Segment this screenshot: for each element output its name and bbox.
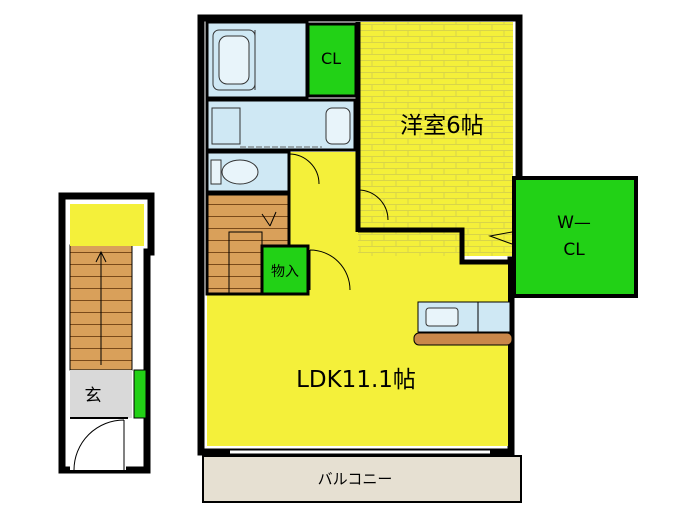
walk-in-closet <box>512 176 638 298</box>
washing-machine-icon <box>211 107 241 145</box>
staircase <box>205 192 291 296</box>
balcony <box>202 455 522 503</box>
main-unit: 洋室6帖 CL 物入 LDK11.1帖 <box>197 14 523 456</box>
western-room-label: 洋室6帖 <box>400 113 484 139</box>
walk-in-closet-label-bottom: CL <box>563 240 585 260</box>
walk-in-closet-label-top: W— <box>557 213 591 233</box>
storage <box>260 244 310 296</box>
kitchen-sink-icon <box>425 307 459 327</box>
balcony-label: バルコニー <box>318 470 393 488</box>
stair-arrow-icon <box>261 211 277 227</box>
closet-door[interactable] <box>488 231 513 245</box>
storage-label: 物入 <box>271 264 299 280</box>
shoe-closet <box>133 369 147 419</box>
lower-floor-block: 玄 <box>58 192 155 474</box>
counter-bar <box>413 332 513 346</box>
entrance-label: 玄 <box>85 386 102 406</box>
storage-door[interactable] <box>309 249 351 291</box>
toilet-door[interactable] <box>288 153 320 185</box>
western-room-door[interactable] <box>357 189 389 221</box>
entrance-area <box>70 370 132 418</box>
ldk-label: LDK11.1帖 <box>296 367 416 393</box>
stair-arrow-icon <box>95 250 107 263</box>
toilet-icon <box>221 159 259 185</box>
closet-label: CL <box>321 49 341 68</box>
western-room <box>358 22 513 256</box>
entry-door[interactable] <box>73 419 125 471</box>
washbasin-icon <box>325 107 351 145</box>
